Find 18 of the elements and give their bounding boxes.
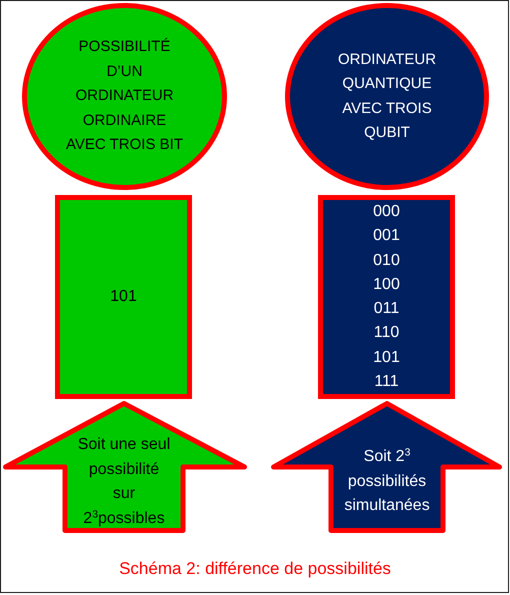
bit-string: 100 [373, 274, 400, 295]
bit-string: 001 [373, 226, 400, 246]
bit-string: 110 [374, 323, 400, 344]
circle-label: POSSIBILITÉ D’UN ORDINATEUR ORDINAIRE AVEC TROIS BIT [65, 37, 184, 156]
figure-caption: Schéma 2: différence de possibilités [119, 558, 391, 580]
bit-string: 101 [373, 348, 400, 368]
state-box [55, 195, 192, 399]
bit-string: 101 [110, 286, 137, 307]
bit-string: 010 [373, 250, 400, 271]
up-pointing-panel [3, 401, 247, 533]
panel-label: Soit une seul possibilité sur 2$^{3}$possibles [76, 435, 172, 528]
circle-label: ORDINATEUR QUANTIQUE AVEC TROIS QUBIT [336, 50, 438, 143]
bit-string: 000 [373, 202, 400, 222]
panel-label: Soit 2$^{3}$ possibilités simultanées [343, 446, 431, 516]
bit-string: 111 [374, 372, 399, 392]
state-box [318, 195, 455, 399]
up-pointing-panel [271, 401, 502, 533]
bit-string: 011 [374, 299, 400, 320]
